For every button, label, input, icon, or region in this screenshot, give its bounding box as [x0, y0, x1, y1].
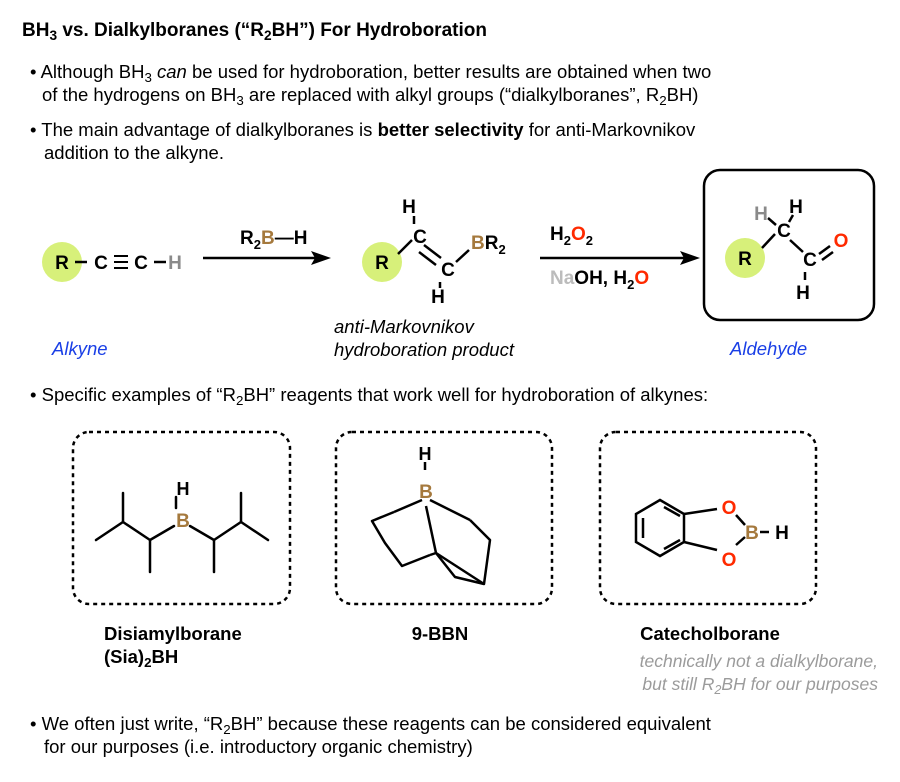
catecholborane-structure	[634, 498, 769, 558]
atom-c: C	[803, 250, 817, 271]
atom-h: H	[419, 444, 432, 464]
disiamylborane-box	[71, 430, 292, 606]
atom-r: R	[375, 253, 389, 274]
atom-h: H	[177, 479, 190, 499]
atom-b: B	[176, 511, 190, 532]
reagent-naoh-h2o: NaOH, H2O	[550, 268, 649, 292]
page-title: BH3 vs. Dialkylboranes (“R2BH”) For Hydr…	[22, 20, 487, 44]
aldehyde-product: R C H H C O H	[702, 168, 876, 322]
atom-o: O	[722, 498, 737, 519]
disiamylborane-structure	[94, 491, 270, 574]
atom-r: R	[55, 253, 69, 274]
atom-r: R	[738, 249, 752, 270]
atom-c: C	[777, 221, 791, 242]
alkyne-label: Alkyne	[52, 338, 108, 359]
atom-h: H	[402, 197, 416, 218]
atom-c: C	[413, 227, 427, 248]
atom-o: O	[722, 550, 737, 571]
reagent-r2bh: R2B—H	[240, 228, 307, 252]
alkyne-structure: R C C H	[42, 242, 182, 282]
r-group-ball	[42, 242, 82, 282]
product-label: anti-Markovnikov hydroboration product	[334, 316, 514, 360]
r-group-ball	[725, 238, 765, 278]
bullet-equivalence: • We often just write, “R2BH” because th…	[30, 713, 711, 757]
atom-h: H	[754, 204, 768, 225]
catecholborane-note: technically not a dialkylborane, but sti…	[639, 651, 878, 697]
product-highlight-box	[702, 168, 876, 322]
reaction-arrow-2: H2O2 NaOH, H2O	[540, 224, 700, 292]
bullet-examples-intro: • Specific examples of “R2BH” reagents t…	[30, 384, 709, 408]
boryl-group: BR2	[471, 233, 506, 257]
atom-h: H	[775, 523, 789, 544]
bullet-bh3-intro: • Although BH3 can be used for hydrobora…	[30, 61, 712, 108]
atom-o: O	[834, 231, 849, 252]
atom-c: C	[94, 253, 108, 274]
atom-h: H	[431, 287, 445, 308]
9-bbn-name: 9-BBN	[411, 623, 469, 644]
alkenylborane-structure: R C H C H BR2	[362, 197, 506, 308]
atom-b: B	[419, 482, 433, 503]
atom-h: H	[796, 283, 810, 304]
reagent-h2o2: H2O2	[550, 224, 593, 248]
atom-b: B	[745, 523, 759, 544]
atom-c: C	[441, 260, 455, 281]
reaction-arrow-1: R2B—H	[203, 228, 331, 265]
catecholborane-name: Catecholborane	[640, 623, 780, 644]
atom-h: H	[789, 197, 803, 218]
catecholborane-box	[598, 430, 818, 606]
disiamylborane-name: Disiamylborane (Sia)2BH	[104, 623, 242, 670]
atom-h: H	[168, 253, 182, 274]
bullet-selectivity: • The main advantage of dialkylboranes i…	[30, 119, 696, 163]
atom-c: C	[134, 253, 148, 274]
aldehyde-label: Aldehyde	[730, 338, 808, 359]
9-bbn-box	[334, 430, 554, 606]
r-group-ball	[362, 242, 402, 282]
9-bbn-structure	[370, 462, 492, 586]
